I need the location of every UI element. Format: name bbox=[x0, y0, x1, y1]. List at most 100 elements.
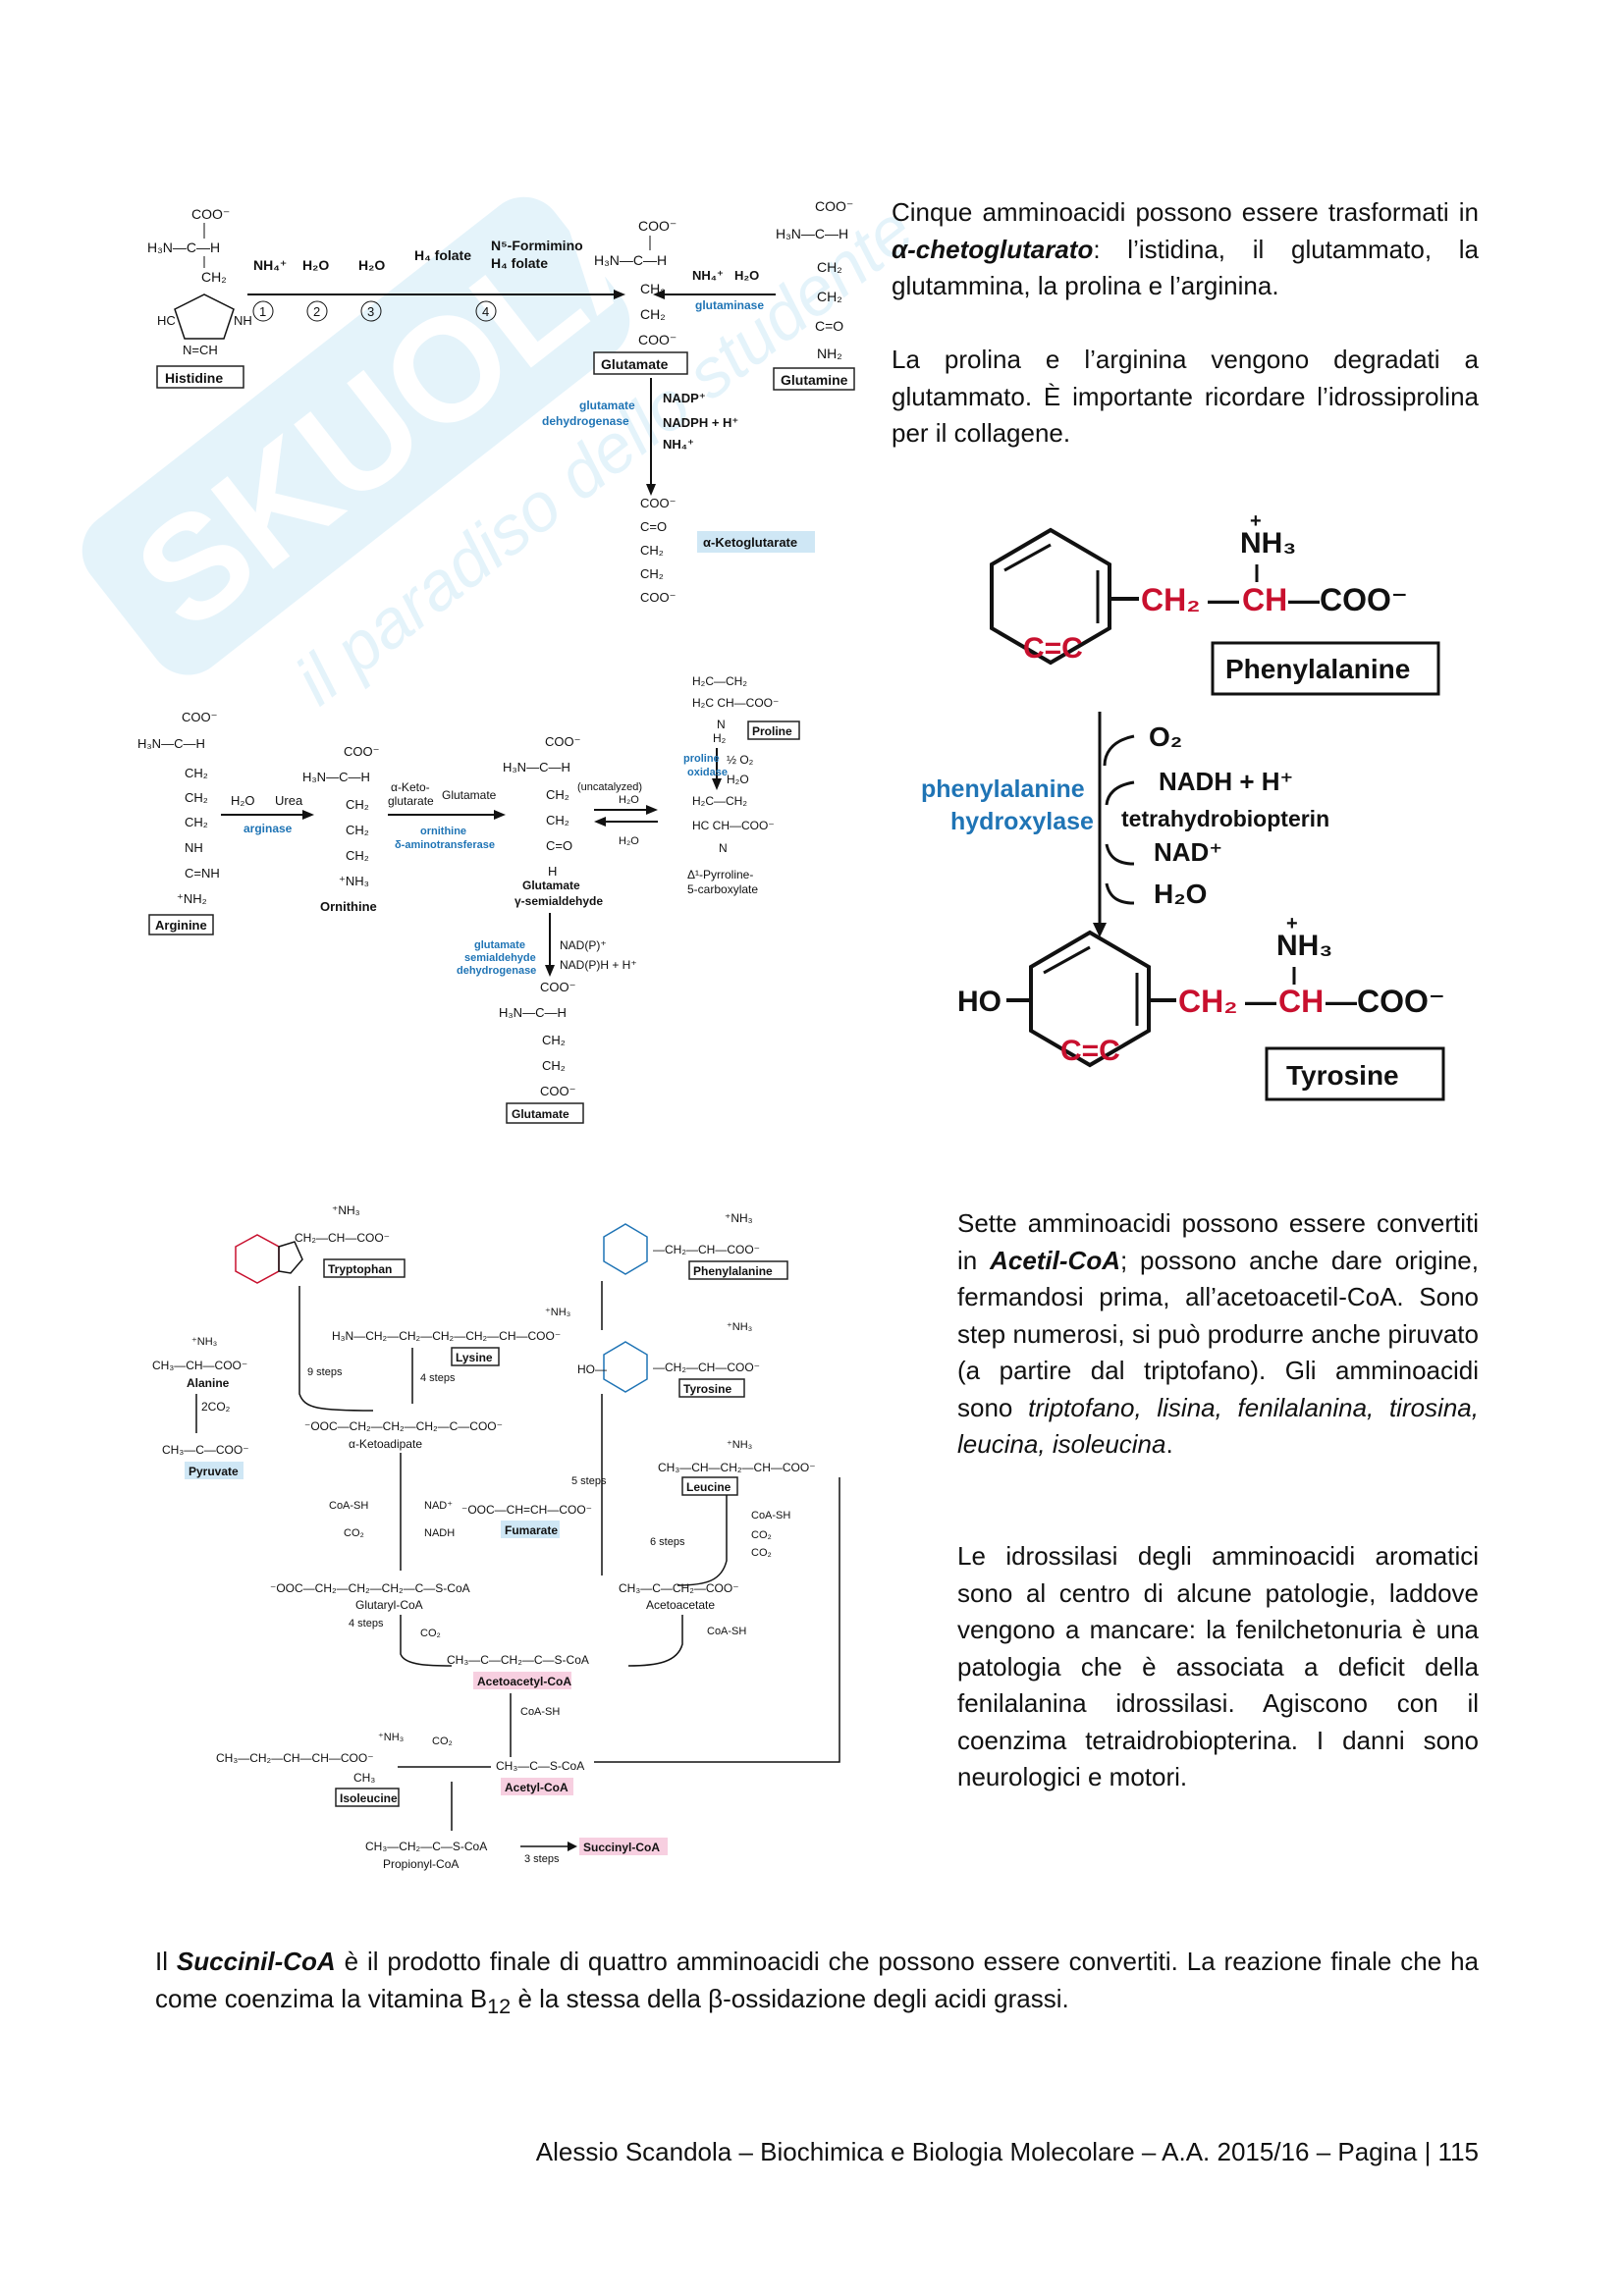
svg-text:H: H bbox=[548, 864, 557, 879]
svg-text:H₂O: H₂O bbox=[302, 257, 329, 273]
amino-acid-list: triptofano, lisina, fenilalanina, tirosi… bbox=[957, 1392, 1479, 1460]
svg-text:CH₂: CH₂ bbox=[546, 787, 569, 802]
svg-text:CH₂: CH₂ bbox=[1178, 984, 1237, 1019]
tyrosine-small-label: Tyrosine bbox=[683, 1382, 731, 1396]
his-coo: COO⁻ bbox=[191, 206, 230, 222]
lysine-label: Lysine bbox=[456, 1351, 493, 1364]
svg-text:CO₂: CO₂ bbox=[432, 1735, 453, 1747]
svg-text:CH₃—C—S-CoA: CH₃—C—S-CoA bbox=[496, 1759, 584, 1773]
step1-reagent: NH₄⁺ bbox=[253, 257, 287, 273]
svg-text:δ-aminotransferase: δ-aminotransferase bbox=[395, 839, 495, 851]
svg-text:1: 1 bbox=[259, 304, 266, 319]
svg-text:CH₂: CH₂ bbox=[546, 813, 569, 828]
glutamate-label: Glutamate bbox=[601, 356, 669, 372]
svg-text:proline: proline bbox=[683, 753, 720, 765]
svg-text:COO⁻: COO⁻ bbox=[182, 710, 217, 724]
svg-text:—COO⁻: —COO⁻ bbox=[1326, 984, 1445, 1019]
svg-text:CO₂: CO₂ bbox=[751, 1547, 772, 1559]
svg-text:CoA-SH: CoA-SH bbox=[520, 1706, 560, 1718]
proline-label: Proline bbox=[752, 724, 792, 738]
svg-text:tetrahydrobiopterin: tetrahydrobiopterin bbox=[1121, 806, 1329, 831]
svg-text:H₃N—C—H: H₃N—C—H bbox=[503, 760, 570, 774]
pyruvate-label: Pyruvate bbox=[189, 1465, 239, 1478]
phenylalanine-hydroxylase-enzyme: phenylalanine bbox=[921, 775, 1085, 803]
phenylalanine-small-label: Phenylalanine bbox=[693, 1264, 773, 1278]
svg-text:CH₂: CH₂ bbox=[346, 823, 369, 837]
svg-text:5 steps: 5 steps bbox=[571, 1475, 607, 1487]
svg-text:4 steps: 4 steps bbox=[349, 1618, 384, 1629]
svg-text:H₂O: H₂O bbox=[1154, 879, 1207, 909]
svg-text:N⁵-Formimino: N⁵-Formimino bbox=[491, 238, 583, 253]
tyrosine-label: Tyrosine bbox=[1286, 1060, 1399, 1091]
svg-text:CH₂: CH₂ bbox=[640, 566, 664, 581]
svg-text:⁻OOC—CH₂—CH₂—CH₂—C—S-CoA: ⁻OOC—CH₂—CH₂—CH₂—C—S-CoA bbox=[270, 1581, 470, 1595]
svg-text:—CH₂—CH—COO⁻: —CH₂—CH—COO⁻ bbox=[653, 1361, 760, 1374]
svg-text:4 steps: 4 steps bbox=[420, 1372, 456, 1384]
svg-text:CH₂: CH₂ bbox=[185, 790, 208, 805]
svg-text:5-carboxylate: 5-carboxylate bbox=[687, 882, 758, 896]
prolina-paragraph: La prolina e l’arginina vengono degradat… bbox=[892, 342, 1479, 453]
svg-text:H₃N—C—H: H₃N—C—H bbox=[776, 226, 848, 241]
svg-text:oxidase: oxidase bbox=[687, 767, 728, 778]
svg-text:COO⁻: COO⁻ bbox=[640, 590, 676, 605]
svg-text:NAD(P)H + H⁺: NAD(P)H + H⁺ bbox=[560, 958, 637, 972]
svg-text:CoA-SH: CoA-SH bbox=[751, 1510, 790, 1522]
svg-text:—: — bbox=[1208, 582, 1239, 617]
svg-text:COO⁻: COO⁻ bbox=[344, 744, 379, 759]
glutarylcoa-label: Glutaryl-CoA bbox=[355, 1598, 423, 1612]
figure-phenylalanine-hydroxylase: C=C CH₂ — CH —COO⁻ NH₃ + Phenylalanine p… bbox=[921, 510, 1445, 1101]
intro-keyword: α-chetoglutarato bbox=[892, 234, 1094, 264]
arginine-label: Arginine bbox=[155, 918, 207, 933]
svg-text:γ-semialdehyde: γ-semialdehyde bbox=[514, 894, 603, 908]
svg-text:α-Keto-: α-Keto- bbox=[391, 780, 430, 794]
svg-text:COO⁻: COO⁻ bbox=[545, 734, 580, 749]
svg-text:CH₂: CH₂ bbox=[817, 259, 842, 275]
svg-text:NH: NH bbox=[234, 313, 252, 328]
svg-text:⁺NH₃: ⁺NH₃ bbox=[727, 1321, 752, 1333]
svg-text:C=O: C=O bbox=[815, 318, 843, 334]
succinylcoa-keyword: Succinil-CoA bbox=[176, 1947, 336, 1976]
svg-text:9 steps: 9 steps bbox=[307, 1366, 343, 1378]
svg-text:⁻OOC—CH₂—CH₂—CH₂—C—COO⁻: ⁻OOC—CH₂—CH₂—CH₂—C—COO⁻ bbox=[304, 1419, 503, 1433]
svg-text:Glutamate: Glutamate bbox=[442, 788, 497, 802]
svg-text:⁻OOC—CH=CH—COO⁻: ⁻OOC—CH=CH—COO⁻ bbox=[461, 1503, 592, 1517]
svg-text:6 steps: 6 steps bbox=[650, 1536, 685, 1548]
svg-text:(uncatalyzed): (uncatalyzed) bbox=[577, 781, 642, 793]
svg-text:dehydrogenase: dehydrogenase bbox=[542, 414, 629, 428]
svg-text:NH₃: NH₃ bbox=[1240, 527, 1296, 560]
svg-text:CH₃—CH₂—CH—CH—COO⁻: CH₃—CH₂—CH—CH—COO⁻ bbox=[216, 1751, 374, 1765]
svg-text:CH₂: CH₂ bbox=[640, 543, 664, 558]
svg-text:N=CH: N=CH bbox=[183, 343, 218, 357]
svg-text:3: 3 bbox=[367, 304, 374, 319]
svg-text:⁺NH₃: ⁺NH₃ bbox=[378, 1732, 404, 1743]
svg-text:C=C: C=C bbox=[1060, 1035, 1120, 1067]
svg-text:NH: NH bbox=[185, 840, 203, 855]
svg-text:CH₃—CH—CH₂—CH—COO⁻: CH₃—CH—CH₂—CH—COO⁻ bbox=[658, 1461, 816, 1474]
idrossilasi-text: Le idrossilasi degli amminoacidi aromati… bbox=[957, 1541, 1479, 1791]
prolina-text: La prolina e l’arginina vengono degradat… bbox=[892, 345, 1479, 448]
svg-text:—CH₂—CH—COO⁻: —CH₂—CH—COO⁻ bbox=[653, 1243, 760, 1256]
ketoadipate-label: α-Ketoadipate bbox=[349, 1437, 422, 1451]
svg-text:hydroxylase: hydroxylase bbox=[950, 808, 1094, 835]
svg-text:CO₂: CO₂ bbox=[420, 1628, 441, 1639]
svg-text:—: — bbox=[1245, 984, 1276, 1019]
his-ch2: CH₂ bbox=[201, 269, 227, 285]
svg-text:NAD(P)⁺: NAD(P)⁺ bbox=[560, 938, 607, 952]
svg-text:4: 4 bbox=[482, 304, 489, 319]
tryptophan-label: Tryptophan bbox=[328, 1262, 392, 1276]
svg-text:H₂O: H₂O bbox=[734, 268, 759, 283]
svg-text:CH₂: CH₂ bbox=[185, 815, 208, 829]
svg-text:H₂O: H₂O bbox=[619, 835, 639, 847]
svg-text:C=C: C=C bbox=[1023, 632, 1083, 665]
svg-text:CH₂: CH₂ bbox=[346, 848, 369, 863]
svg-text:⁺NH₃: ⁺NH₃ bbox=[339, 874, 369, 888]
intro-text-a: Cinque amminoacidi possono essere trasfo… bbox=[892, 197, 1479, 227]
svg-text:CH₂: CH₂ bbox=[640, 306, 666, 322]
svg-text:CoA-SH: CoA-SH bbox=[329, 1500, 368, 1512]
figure-acetylcoa-pathways: ⁺NH₃ CH₂—CH—COO⁻ Tryptophan ⁺NH₃ —CH₂—CH… bbox=[152, 1203, 840, 1871]
svg-text:CH₂: CH₂ bbox=[542, 1058, 566, 1073]
svg-text:H₂C—CH₂: H₂C—CH₂ bbox=[692, 794, 747, 808]
svg-text:CH₂: CH₂ bbox=[1141, 582, 1200, 617]
svg-text:CO₂: CO₂ bbox=[751, 1529, 772, 1541]
acetylcoa-label: Acetyl-CoA bbox=[505, 1781, 568, 1794]
